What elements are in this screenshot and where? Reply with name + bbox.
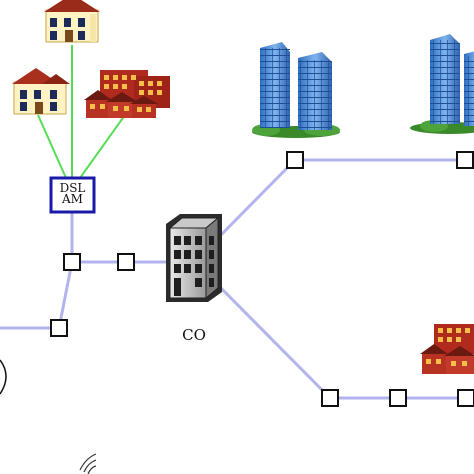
central-office-building-icon — [166, 214, 222, 302]
link-townhouses-dslam — [79, 114, 126, 179]
antenna-arc-icon — [0, 359, 7, 395]
switch-nodes — [50, 151, 474, 407]
apartment-building-icon — [84, 70, 170, 118]
house-icon — [12, 68, 70, 115]
apartment-building-icon — [420, 324, 474, 374]
switch-node — [286, 151, 304, 169]
switch-node — [457, 389, 474, 407]
dslam-node — [49, 176, 96, 214]
switch-node — [456, 151, 474, 169]
switch-node — [321, 389, 339, 407]
link-co-business-switch — [216, 158, 297, 240]
wireless-signal-icon — [79, 453, 97, 474]
link-house-left-dslam — [37, 114, 67, 179]
copper-links — [37, 45, 126, 179]
switch-node — [117, 253, 135, 271]
office-building-icon — [410, 34, 474, 134]
link-switch-left-node — [57, 261, 74, 329]
link-co-residential-switch — [216, 283, 332, 400]
dslam-label-line2: AM — [62, 192, 83, 206]
central-office-label: CO — [182, 326, 206, 344]
house-icon — [44, 0, 100, 43]
switch-node — [63, 253, 81, 271]
switch-node — [50, 319, 68, 337]
office-building-icon — [252, 42, 340, 138]
dslam-label-line1: DSL — [59, 181, 86, 195]
switch-node — [389, 389, 407, 407]
dslam-label: DSL AM — [51, 181, 94, 206]
